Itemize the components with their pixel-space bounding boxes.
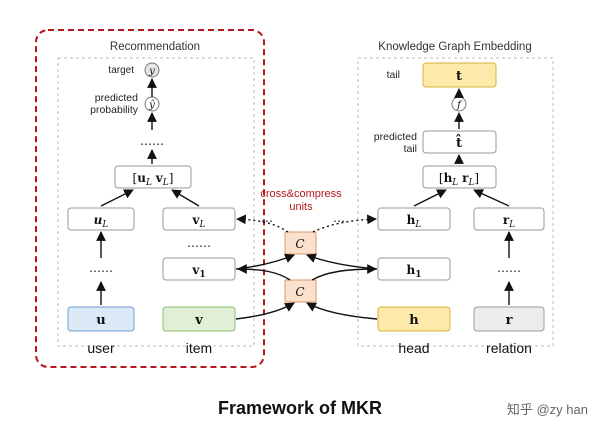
- item-input-text: v: [194, 313, 203, 328]
- target-label: target: [108, 65, 134, 76]
- tail-label: tail: [387, 69, 400, 81]
- relation-input-text: r: [506, 313, 513, 328]
- item-dots: ……: [187, 236, 211, 250]
- cross-unit-bottom: [284, 279, 317, 303]
- watermark: 知乎 @zy han: [507, 402, 588, 417]
- predicted-tail-label-2: tail: [404, 143, 417, 155]
- predicted-tail-box: [422, 130, 497, 154]
- predicted-tail-label-1: predicted: [374, 131, 417, 143]
- score-symbol: f: [456, 100, 463, 111]
- head-layer-L-text: hL: [407, 213, 422, 230]
- relation-layer-L-box: [473, 207, 545, 231]
- item-caption: item: [186, 340, 212, 356]
- head-layer-L-box: [377, 207, 451, 231]
- user-input-box: [67, 306, 135, 332]
- relation-layer-L-text: rL: [503, 213, 515, 230]
- head-input-text: h: [409, 313, 419, 328]
- rec-dots-top: ……: [140, 134, 164, 148]
- figure-caption: Framework of MKR: [218, 398, 382, 418]
- user-layer-L-text: uL: [94, 213, 109, 230]
- cross-label-1: cross&compress: [260, 188, 342, 200]
- head-input-box: [377, 306, 451, 332]
- item-layer-1-box: [162, 257, 236, 281]
- head-layer-1-box: [377, 257, 451, 281]
- kge-box: [357, 57, 554, 347]
- predicted-prob-label-1: predicted: [95, 92, 138, 104]
- user-input-text: u: [96, 313, 105, 328]
- relation-dots: ……: [497, 261, 521, 275]
- cross-dots-left: …: [261, 211, 273, 225]
- rec-concat-text: [uL vL]: [133, 171, 174, 188]
- head-caption: head: [398, 340, 429, 356]
- item-layer-1-text: v1: [191, 263, 205, 280]
- recommendation-outer-border: [35, 29, 265, 368]
- cross-label-2: units: [289, 201, 313, 213]
- tail-box-text: t: [456, 69, 462, 84]
- recommendation-inner-box: [57, 57, 255, 347]
- kge-arrows: [413, 88, 514, 305]
- cross-unit-top-text: C: [295, 237, 304, 251]
- relation-input-box: [473, 306, 545, 332]
- user-layer-L-box: [67, 207, 135, 231]
- target-node: [144, 62, 160, 78]
- kge-concat-box: [422, 165, 497, 189]
- head-layer-1-text: h1: [407, 263, 422, 280]
- relation-caption: relation: [486, 340, 532, 356]
- cross-arrows: [235, 214, 378, 320]
- tail-box: [422, 62, 497, 88]
- target-symbol: y: [148, 66, 155, 77]
- cross-unit-top: [284, 231, 317, 255]
- item-input-box: [162, 306, 236, 332]
- predicted-symbol: ŷ: [148, 100, 155, 111]
- recommendation-title: Recommendation: [110, 41, 200, 53]
- rec-arrows: [96, 78, 200, 305]
- cross-dots-right: …: [333, 211, 345, 225]
- rec-concat-box: [114, 165, 192, 189]
- user-caption: user: [87, 340, 115, 356]
- predicted-prob-label-2: probability: [90, 104, 139, 116]
- user-dots: ……: [89, 261, 113, 275]
- kge-concat-text: [hL rL]: [439, 171, 479, 188]
- kge-title: Knowledge Graph Embedding: [378, 41, 531, 53]
- predicted-tail-text: t̂: [456, 134, 462, 151]
- item-layer-L-box: [162, 207, 236, 231]
- item-layer-L-text: vL: [192, 213, 206, 230]
- cross-unit-bottom-text: C: [295, 285, 304, 299]
